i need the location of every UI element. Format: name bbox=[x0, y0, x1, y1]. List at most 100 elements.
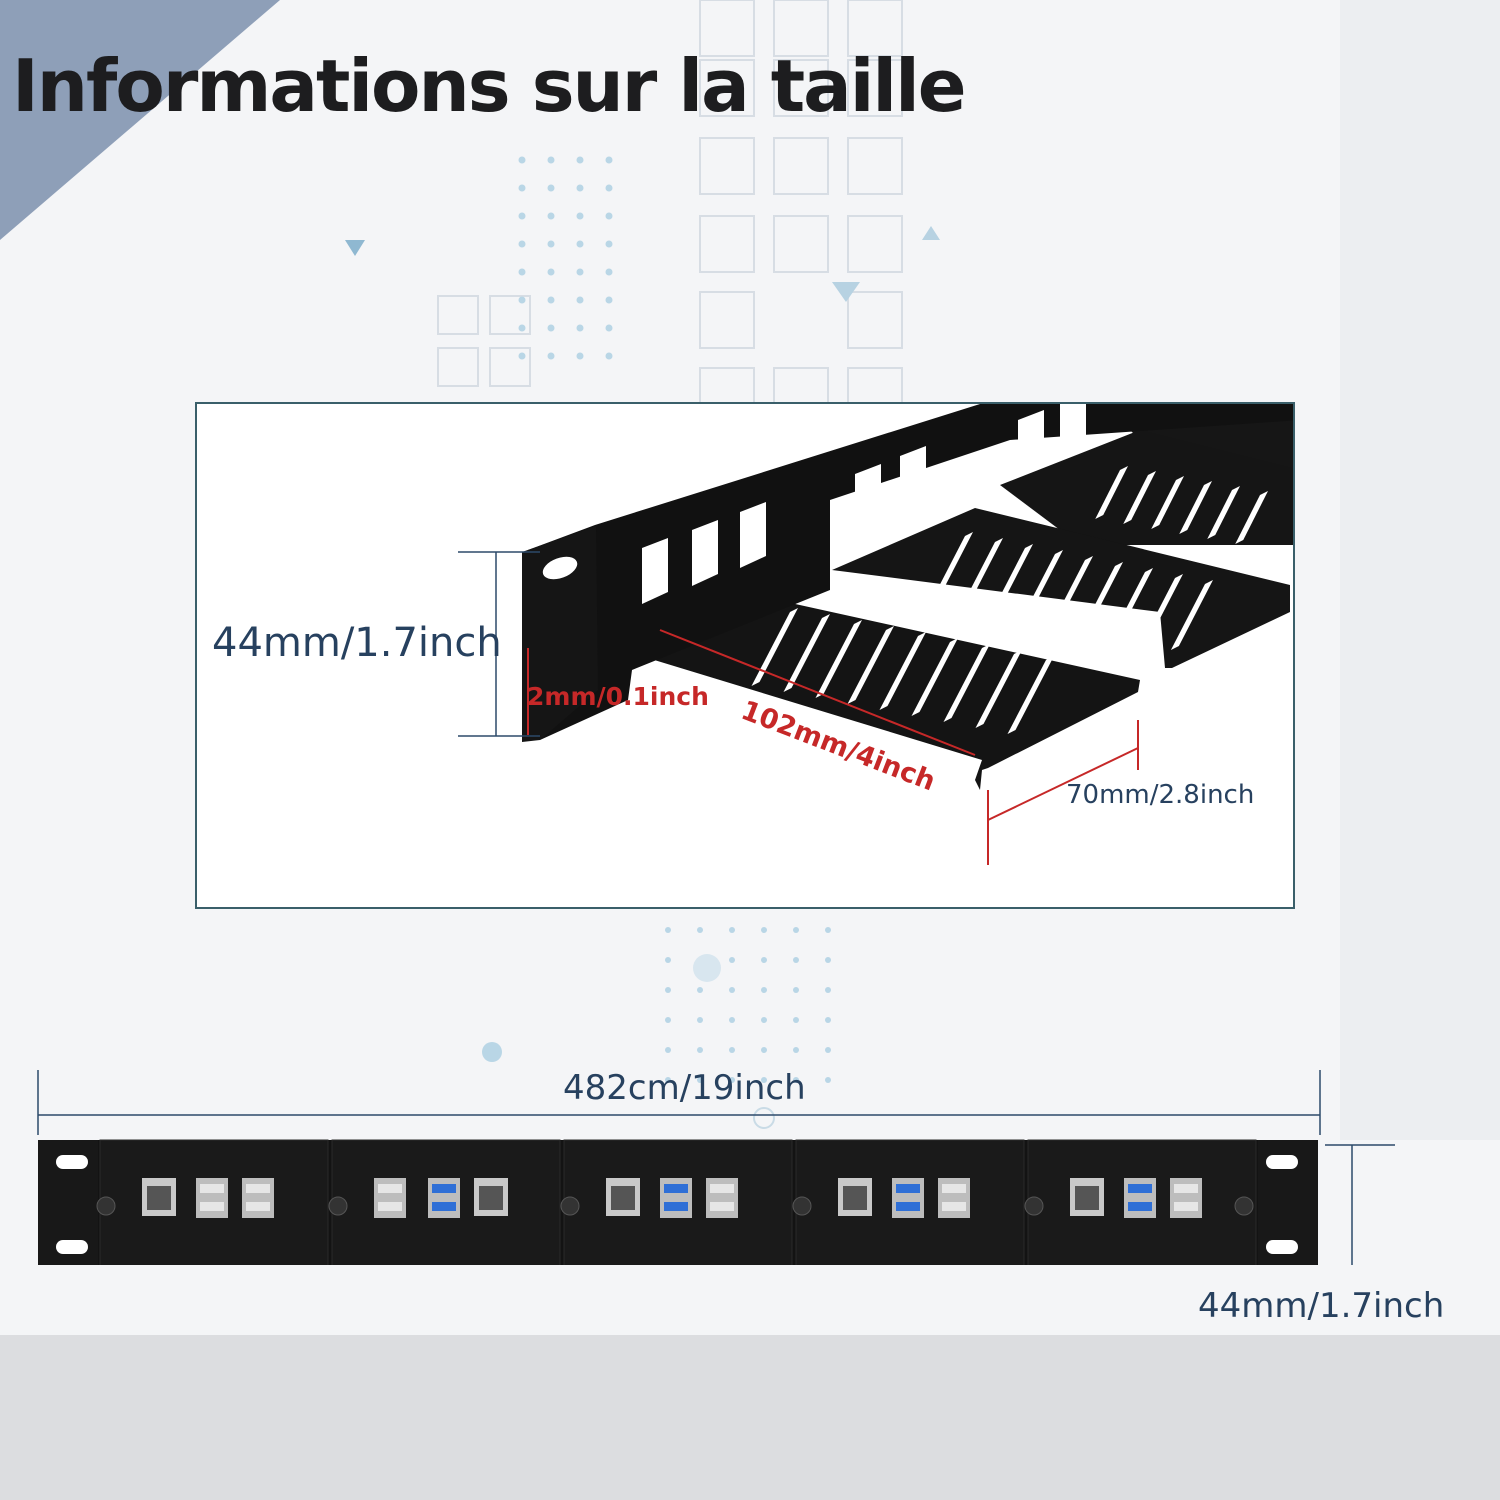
thumb-screw bbox=[328, 1196, 348, 1216]
usb2-port-upper bbox=[246, 1184, 270, 1193]
bg-dot bbox=[576, 156, 584, 164]
panel-window bbox=[692, 520, 718, 586]
bg-dot bbox=[605, 268, 613, 276]
thumb-screw bbox=[1024, 1196, 1044, 1216]
bg-dot bbox=[729, 987, 735, 993]
right-ear-slot-bottom bbox=[1266, 1240, 1298, 1254]
tray-slot bbox=[1151, 476, 1184, 529]
bracket-tray-middle bbox=[832, 508, 1290, 668]
tray-slot bbox=[943, 644, 990, 722]
ethernet-port-socket bbox=[479, 1186, 503, 1210]
bg-dot bbox=[518, 156, 526, 164]
bg-dot bbox=[518, 212, 526, 220]
bg-dot bbox=[825, 1047, 831, 1053]
usb2-port-upper bbox=[378, 1184, 402, 1193]
bg-dot bbox=[665, 1077, 671, 1083]
bracket-tray-front bbox=[628, 598, 1140, 790]
tray-slot bbox=[1110, 568, 1153, 638]
front-module bbox=[560, 1139, 793, 1265]
bg-dot bbox=[547, 184, 555, 192]
bg-square bbox=[847, 137, 903, 195]
bg-square bbox=[699, 137, 755, 195]
ear-hole bbox=[542, 556, 578, 580]
bg-dot bbox=[697, 987, 703, 993]
bg-dot bbox=[697, 1047, 703, 1053]
bg-dot bbox=[518, 240, 526, 248]
bg-dot bbox=[825, 927, 831, 933]
bg-dot bbox=[793, 1017, 799, 1023]
bg-dot bbox=[605, 240, 613, 248]
bg-dot bbox=[518, 352, 526, 360]
bg-square bbox=[773, 215, 829, 273]
bracket-detail-drawing bbox=[458, 404, 1293, 865]
bg-dot bbox=[729, 1077, 735, 1083]
bg-square bbox=[699, 215, 755, 273]
panel-window bbox=[855, 464, 881, 530]
tray-slot bbox=[1080, 562, 1123, 632]
usb2-port-lower bbox=[942, 1202, 966, 1211]
thumb-screw bbox=[1234, 1196, 1254, 1216]
left-ear-slot-top bbox=[56, 1155, 88, 1169]
bg-dot bbox=[576, 212, 584, 220]
right-ear-slot-top bbox=[1266, 1155, 1298, 1169]
bg-dot bbox=[547, 296, 555, 304]
ethernet-port-socket bbox=[147, 1186, 171, 1210]
bg-dot bbox=[825, 957, 831, 963]
usb2-port-upper bbox=[942, 1184, 966, 1193]
bg-dot bbox=[665, 957, 671, 963]
bg-dot bbox=[825, 1077, 831, 1083]
bg-dot bbox=[793, 957, 799, 963]
bg-dot bbox=[665, 1047, 671, 1053]
tray-width-label: 70mm/2.8inch bbox=[1066, 780, 1255, 810]
bg-square bbox=[489, 347, 531, 387]
usb2-port-upper bbox=[1174, 1184, 1198, 1193]
left-ear-slot-bottom bbox=[56, 1240, 88, 1254]
bg-dot bbox=[729, 1017, 735, 1023]
front-view-drawing bbox=[37, 1070, 1395, 1265]
tray-slot bbox=[960, 538, 1003, 608]
usb2-port-lower bbox=[710, 1202, 734, 1211]
height-dimension-line bbox=[458, 551, 540, 737]
panel-window bbox=[1060, 404, 1086, 460]
tray-slot bbox=[1050, 556, 1093, 626]
usb2-port-upper bbox=[200, 1184, 224, 1193]
bg-dot bbox=[793, 927, 799, 933]
usb3-port-lower bbox=[432, 1202, 456, 1211]
page-title: Informations sur la taille bbox=[12, 44, 967, 128]
tray-slot bbox=[751, 608, 798, 686]
usb3-port-lower bbox=[896, 1202, 920, 1211]
bg-dot bbox=[518, 324, 526, 332]
bg-dot bbox=[605, 296, 613, 304]
bg-dot bbox=[729, 957, 735, 963]
ethernet-port-socket bbox=[843, 1186, 867, 1210]
tray-slot bbox=[990, 544, 1033, 614]
bg-square bbox=[489, 295, 531, 335]
red-dimension-lines bbox=[527, 629, 1139, 865]
detail-height-label: 44mm/1.7inch bbox=[212, 620, 502, 666]
usb3-port-upper bbox=[896, 1184, 920, 1193]
panel-window bbox=[900, 446, 926, 512]
ethernet-port-socket bbox=[1075, 1186, 1099, 1210]
bg-square bbox=[847, 0, 903, 57]
tray-slot bbox=[1235, 491, 1268, 544]
bg-dot bbox=[825, 987, 831, 993]
bg-dot bbox=[825, 1017, 831, 1023]
front-module bbox=[328, 1139, 561, 1265]
bg-dot bbox=[576, 324, 584, 332]
usb2-port-upper bbox=[710, 1184, 734, 1193]
tray-slot bbox=[847, 626, 894, 704]
bg-dot bbox=[605, 212, 613, 220]
bg-dot bbox=[547, 156, 555, 164]
usb2-port-lower bbox=[200, 1202, 224, 1211]
tray-slot bbox=[1207, 486, 1240, 539]
tray-slot bbox=[1179, 481, 1212, 534]
bg-dot bbox=[697, 1077, 703, 1083]
panel-window bbox=[642, 538, 668, 604]
tray-slot bbox=[1020, 550, 1063, 620]
bg-dot bbox=[761, 987, 767, 993]
bg-square bbox=[773, 59, 829, 117]
bg-dot bbox=[761, 927, 767, 933]
bg-dot bbox=[605, 184, 613, 192]
bg-dot bbox=[697, 927, 703, 933]
bg-dot bbox=[547, 352, 555, 360]
